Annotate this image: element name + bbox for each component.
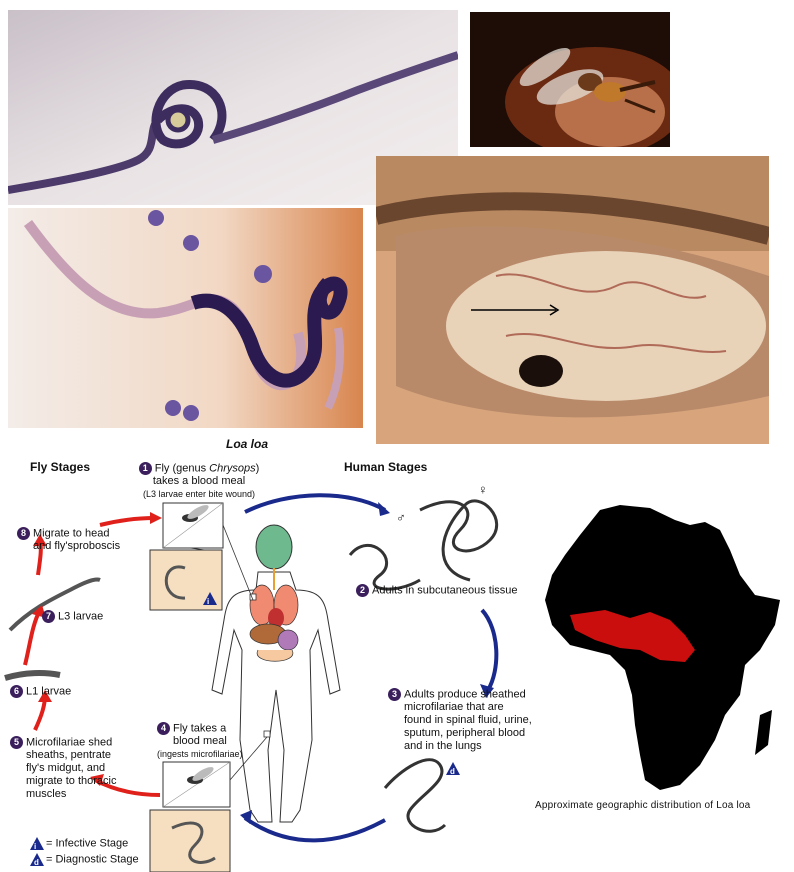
photo-coiled-worm <box>8 10 458 205</box>
arrowhead-5 <box>38 690 52 702</box>
legend-infective: i= Infective Stage <box>30 837 128 851</box>
human-stages-title: Human Stages <box>344 460 428 474</box>
step-6-number: 6 <box>10 685 23 698</box>
step-7-number: 7 <box>42 610 55 623</box>
step-1-number: 1 <box>138 462 152 475</box>
legend-diagnostic: d= Diagnostic Stage <box>30 853 139 867</box>
fly-stages-title: Fly Stages <box>30 460 91 474</box>
life-cycle-diagram <box>4 493 499 872</box>
arrowhead-1 <box>378 502 390 516</box>
male-symbol: ♂ <box>396 510 406 525</box>
photo-caption: Loa loa <box>226 437 269 451</box>
arrowhead-2 <box>480 684 494 698</box>
step-4-number: 4 <box>157 722 170 735</box>
diagnostic-stage-marker: d <box>446 762 462 776</box>
africa-map <box>545 505 780 790</box>
step-5-number: 5 <box>10 736 23 749</box>
female-symbol: ♀ <box>478 482 488 497</box>
fly-panel-bottom <box>149 736 268 872</box>
microfilaria-drawing <box>383 758 447 833</box>
photo-chrysops-fly <box>470 12 670 147</box>
adult-worms <box>348 499 499 591</box>
l3-larva-drawing <box>8 577 101 632</box>
step-3-number: 3 <box>388 688 401 701</box>
step-2-number: 2 <box>356 584 369 597</box>
human-figure <box>211 524 341 823</box>
human-cycle-arrows <box>243 493 499 843</box>
arrowhead-4 <box>90 774 104 786</box>
map-caption: Approximate geographic distribution of L… <box>535 800 751 811</box>
step-8-number: 8 <box>17 527 30 540</box>
arrowhead-3 <box>240 810 252 824</box>
arrowhead-7 <box>33 534 47 546</box>
distribution-area <box>570 610 695 662</box>
arrowhead-8 <box>150 512 162 524</box>
africa-madagascar <box>755 710 772 755</box>
l1-larva-drawing <box>4 670 61 681</box>
photo-microfilaria <box>8 208 363 428</box>
photo-eye-worm <box>376 156 769 444</box>
fly-panel-top <box>149 502 254 611</box>
infective-stage-marker: i <box>203 592 219 606</box>
